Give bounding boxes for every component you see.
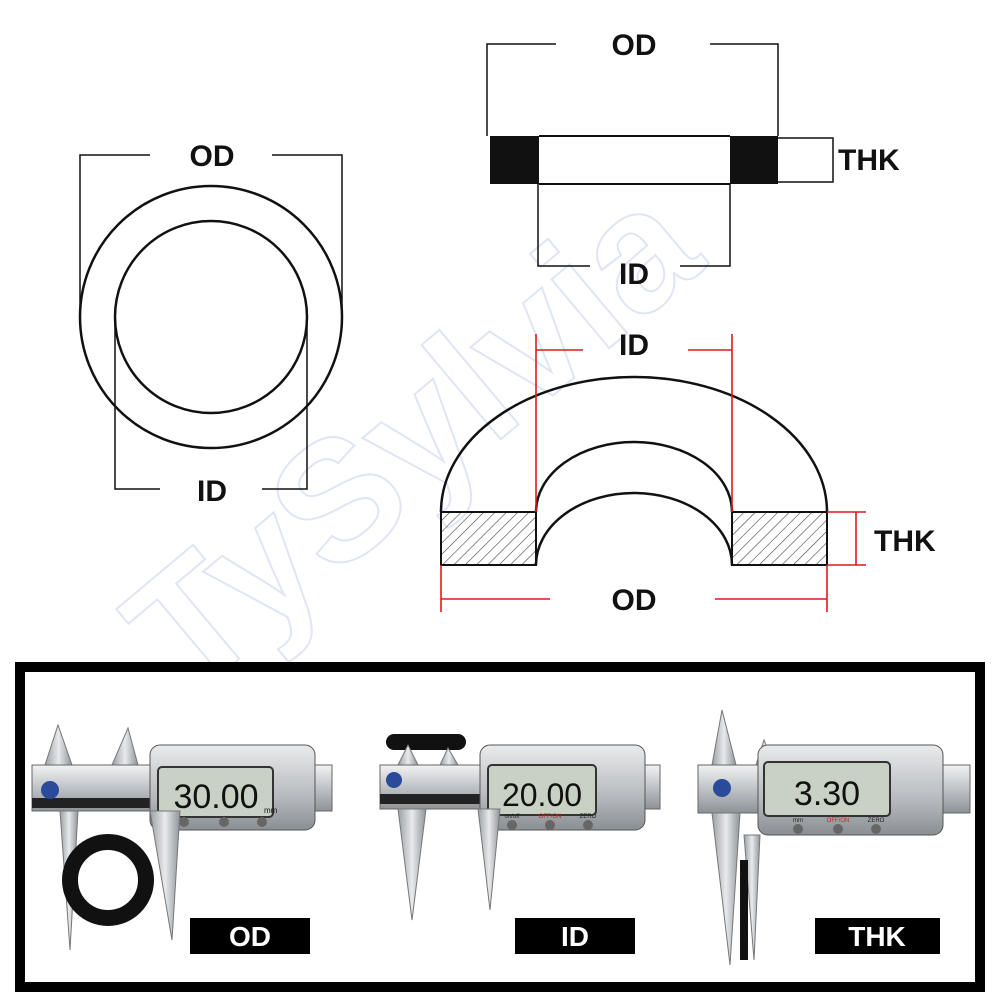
side-od-right [710, 43, 779, 136]
lcd-screen [763, 761, 891, 817]
lower-jaw [711, 812, 741, 966]
black-ring-edge [740, 860, 748, 960]
caliper-button [793, 824, 803, 834]
lcd-unit: mm [264, 806, 278, 815]
caliper-button [219, 817, 229, 827]
black-ring [62, 834, 154, 926]
caption-id: ID [561, 921, 589, 952]
lower-jaw [149, 810, 181, 941]
caliper-button [583, 820, 593, 830]
left-hatched-section [440, 511, 537, 566]
lower-jaw [477, 808, 501, 911]
side-thk-bracket [778, 137, 834, 183]
right-hatched-section [731, 511, 828, 566]
button-label: on/off [505, 814, 520, 820]
lcd-screen [487, 764, 597, 816]
side-od-label: OD [612, 29, 657, 62]
id-label: ID [197, 475, 227, 508]
caliper-photo-od: 30.00 mm OD [30, 677, 340, 977]
inner-circle [113, 219, 309, 415]
od-dimension-right [272, 154, 343, 317]
caption-box [190, 918, 310, 954]
ring-side-view: OD THK ID [486, 29, 900, 291]
lcd-reading: 20.00 [502, 777, 582, 813]
caliper-button [833, 824, 843, 834]
side-id-label: ID [619, 258, 649, 291]
watermark-text: TySylvia [92, 147, 734, 729]
lcd-screen [157, 766, 274, 818]
lcd-reading: 3.30 [794, 775, 860, 813]
id-dimension-left [114, 317, 160, 490]
ring-cross-section: ID OD THK [439, 329, 936, 617]
button-label: OFF/ON [827, 818, 850, 824]
outer-arch [439, 375, 829, 513]
scale-strip [380, 794, 490, 804]
lcd-reading: 30.00 [173, 778, 258, 816]
caliper-button [545, 820, 555, 830]
caliper-photo-thk: 3.30 mm OFF/ON ZERO THK [690, 677, 975, 977]
od-dimension-left [79, 154, 150, 317]
cs-id-label: ID [619, 329, 649, 362]
caliper-button [257, 817, 267, 827]
button-label: mm [793, 818, 803, 824]
lower-jaw [397, 808, 427, 921]
caliper-button [507, 820, 517, 830]
caliper-photo-id: 20.00 on/off OFF/ON ZERO ID [370, 677, 670, 977]
ring-front-view: OD ID [78, 140, 344, 508]
caption-box [515, 918, 635, 954]
black-ring-side [386, 734, 466, 750]
inner-arch [534, 440, 734, 513]
button-label: ZERO [868, 818, 885, 824]
button-label: OFF/ON [539, 814, 562, 820]
brand-logo [41, 781, 59, 799]
brand-logo [713, 779, 731, 797]
caliper-button [179, 817, 189, 827]
cs-od-label: OD [612, 584, 657, 617]
caption-box [815, 918, 940, 954]
side-left-block [490, 136, 539, 184]
side-right-block [730, 136, 778, 184]
bottom-arch [534, 491, 734, 566]
side-od-left [486, 43, 556, 136]
id-dimension-right [262, 317, 308, 490]
caption-od: OD [229, 921, 271, 952]
cs-thk-label: THK [874, 525, 936, 558]
scale-strip [32, 798, 182, 808]
caption-thk: THK [848, 921, 906, 952]
od-label: OD [190, 140, 235, 173]
brand-logo [386, 772, 402, 788]
button-label: ZERO [580, 814, 597, 820]
side-id-left [537, 184, 590, 267]
caliper-button [871, 824, 881, 834]
side-id-right [680, 184, 731, 267]
side-thk-label: THK [838, 144, 900, 177]
caliper-photo-panel: 30.00 mm OD 20.00 on/off OFF/ON ZERO [15, 662, 985, 992]
